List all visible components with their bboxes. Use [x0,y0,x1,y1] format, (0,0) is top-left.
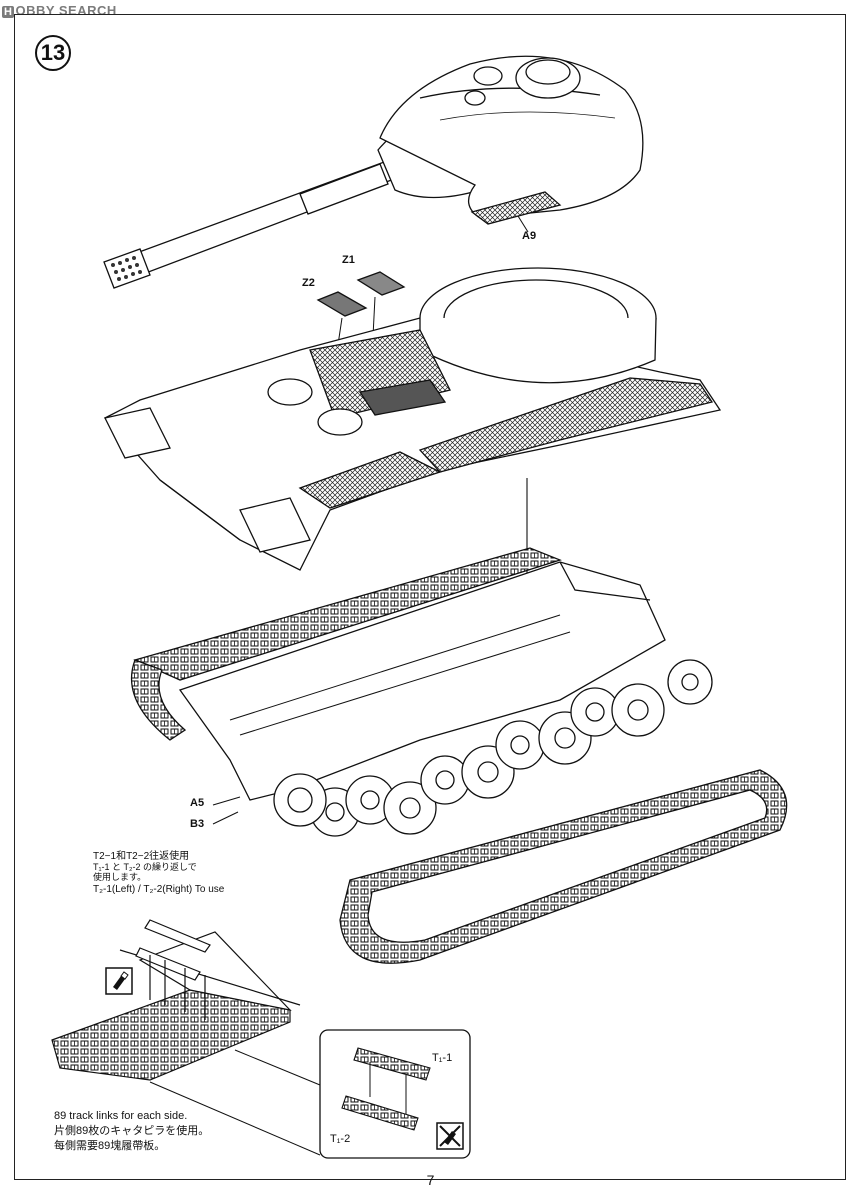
page-frame [14,14,846,1180]
no-glue-icon [436,1122,464,1150]
label-t1-1: T₁-1 [432,1052,453,1064]
label-a5: A5 [190,797,205,809]
footnote-zh: 每側需要89塊履帶板。 [54,1140,166,1152]
track-note-line3: 使用します。 [93,872,147,882]
track-assembly [51,919,301,1081]
lower-hull [131,547,713,837]
track-note-line2: T₁-1 と T₂-2 の繰り返しで [93,862,197,872]
footnote: 89 track links for each side. 片側89枚のキャタピ… [54,1109,209,1154]
decals [316,271,406,317]
turret [103,55,644,289]
track-note-line1: T2−1和T2−2往返使用 [93,851,190,862]
track-note-line4: T₂-1(Left) / T₂-2(Right) To use [93,884,225,895]
label-z2: Z2 [302,277,315,289]
glue-icon [105,967,133,995]
watermark-badge: H [2,6,15,18]
inset-box [319,1029,471,1159]
step-number-badge: 13 [35,35,71,71]
label-a9: A9 [522,230,537,242]
upper-hull [103,267,722,571]
label-z1: Z1 [342,254,355,266]
page-number: 7 [426,1172,435,1188]
label-b3: B3 [190,818,205,830]
label-t1-2: T₁-2 [330,1133,351,1145]
footnote-ja: 片側89枚のキャタピラを使用。 [54,1125,210,1137]
footnote-en: 89 track links for each side. [54,1110,188,1122]
track-note: T2−1和T2−2往返使用 T₁-1 と T₂-2 の繰り返しで 使用します。 … [93,852,224,895]
separate-track [339,769,788,964]
step-number: 13 [40,40,66,65]
